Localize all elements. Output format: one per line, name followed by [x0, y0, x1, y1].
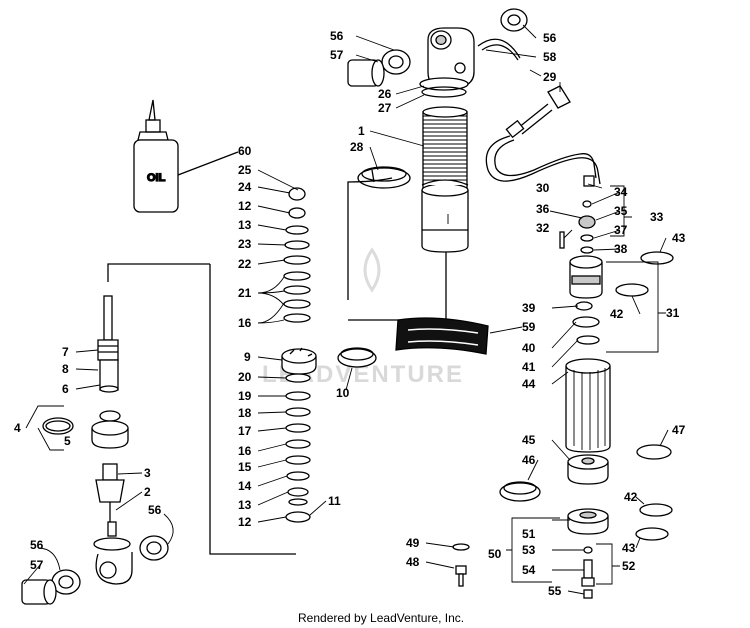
callout-12-upper: 12 — [238, 199, 252, 213]
decal — [395, 317, 489, 355]
cylinder-body — [421, 179, 469, 253]
hose-assembly — [485, 85, 601, 187]
callout-8: 8 — [62, 362, 69, 376]
leader-lines — [23, 24, 669, 595]
callout-39: 39 — [522, 301, 536, 315]
callout-56-top: 56 — [330, 29, 344, 43]
reservoir-end-cap — [567, 454, 609, 485]
callout-34: 34 — [614, 185, 628, 199]
callout-20: 20 — [238, 370, 252, 384]
callout-16-lower: 16 — [238, 444, 252, 458]
top-bushings — [347, 8, 528, 87]
seal-head — [42, 410, 129, 449]
callout-46: 46 — [522, 453, 536, 467]
footer-credit: Rendered by LeadVenture, Inc. — [298, 611, 464, 625]
callout-55: 55 — [548, 584, 562, 598]
callout-1: 1 — [358, 124, 365, 138]
callout-19: 19 — [238, 389, 252, 403]
callout-13-lower: 13 — [238, 498, 252, 512]
callout-57-lower: 57 — [30, 558, 44, 572]
callout-56-right: 56 — [543, 31, 557, 45]
callout-56-lower-right: 56 — [148, 503, 162, 517]
callout-38: 38 — [614, 242, 628, 256]
callout-18: 18 — [238, 406, 252, 420]
callout-45: 45 — [522, 433, 536, 447]
reservoir-cap — [569, 255, 603, 299]
callout-32: 32 — [536, 221, 550, 235]
piston-band — [337, 347, 377, 368]
callout-4: 4 — [14, 421, 21, 435]
piston — [281, 347, 317, 375]
lower-bushings — [21, 535, 169, 605]
callout-28: 28 — [350, 140, 364, 154]
callout-26: 26 — [378, 87, 392, 101]
reservoir-snap-ring — [499, 444, 672, 502]
callout-3: 3 — [144, 466, 151, 480]
callout-12-lower: 12 — [238, 515, 252, 529]
callout-6: 6 — [62, 382, 69, 396]
callout-53: 53 — [522, 543, 536, 557]
callout-58: 58 — [543, 50, 557, 64]
callout-13-upper: 13 — [238, 218, 252, 232]
callout-35: 35 — [614, 204, 628, 218]
callout-57-top: 57 — [330, 48, 344, 62]
lower-eye — [93, 521, 133, 585]
callout-54: 54 — [522, 563, 536, 577]
callout-22: 22 — [238, 257, 252, 271]
callout-21: 21 — [238, 286, 252, 300]
callout-56-lower-left: 56 — [30, 538, 44, 552]
top-eye-body — [419, 27, 475, 98]
callout-24: 24 — [238, 180, 252, 194]
callout-2: 2 — [144, 485, 151, 499]
callout-50: 50 — [488, 547, 502, 561]
coil-spring — [422, 106, 468, 191]
shaft-assembly — [97, 295, 119, 393]
callout-40: 40 — [522, 341, 536, 355]
callout-16-upper: 16 — [238, 316, 252, 330]
callout-59: 59 — [522, 320, 536, 334]
callout-49: 49 — [406, 536, 420, 550]
reservoir-valve-lower — [452, 543, 595, 599]
callout-29: 29 — [543, 70, 557, 84]
reservoir-cylinder — [565, 358, 611, 453]
callout-15: 15 — [238, 460, 252, 474]
callout-17: 17 — [238, 424, 252, 438]
callout-47: 47 — [672, 423, 686, 437]
callout-44: 44 — [522, 377, 536, 391]
callout-30: 30 — [536, 181, 550, 195]
bumper — [95, 463, 125, 528]
callout-41: 41 — [522, 360, 536, 374]
callout-48: 48 — [406, 555, 420, 569]
callout-43-upper: 43 — [672, 231, 686, 245]
callout-23: 23 — [238, 237, 252, 251]
callout-14: 14 — [238, 479, 252, 493]
oil-label: OIL — [147, 172, 166, 184]
callout-42-lower: 42 — [624, 490, 638, 504]
callout-36: 36 — [536, 202, 550, 216]
spring-seat — [357, 166, 411, 189]
callout-42-upper: 42 — [610, 307, 624, 321]
callout-5: 5 — [64, 434, 71, 448]
callout-60: 60 — [238, 144, 252, 158]
callout-labels: 56 57 56 58 29 26 27 1 28 60 25 24 12 13… — [14, 29, 686, 598]
callout-25: 25 — [238, 163, 252, 177]
callout-51: 51 — [522, 527, 536, 541]
callout-52: 52 — [622, 559, 636, 573]
oil-bottle: OIL — [133, 99, 239, 213]
callout-31: 31 — [666, 306, 680, 320]
callout-10: 10 — [336, 386, 350, 400]
reservoir-valve-parts — [559, 200, 596, 254]
callout-37: 37 — [614, 223, 628, 237]
reservoir-bottom — [567, 503, 673, 541]
valve-stack-upper — [283, 187, 311, 323]
valve-stack-lower — [285, 373, 311, 523]
callout-11: 11 — [328, 494, 341, 508]
callout-7: 7 — [62, 345, 69, 359]
callout-33: 33 — [650, 210, 664, 224]
callout-27: 27 — [378, 101, 392, 115]
callout-43-lower: 43 — [622, 541, 636, 555]
callout-9: 9 — [244, 350, 251, 364]
